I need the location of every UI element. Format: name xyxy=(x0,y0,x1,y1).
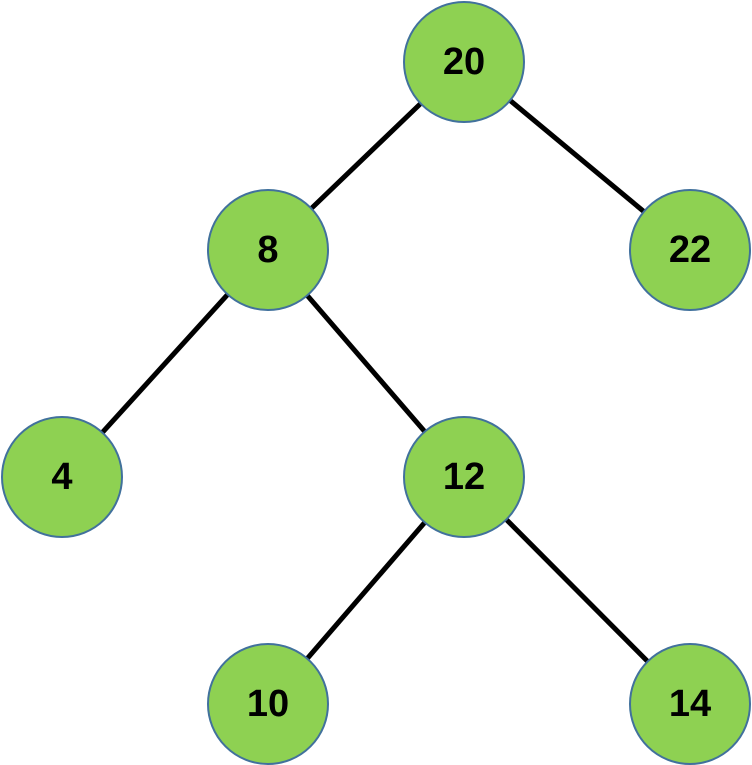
edge-n20-n8 xyxy=(309,101,423,211)
node-label: 14 xyxy=(669,683,711,725)
node-label: 10 xyxy=(247,683,289,725)
node-label: 12 xyxy=(443,456,485,498)
node-circle xyxy=(403,416,525,538)
edge-n12-n14 xyxy=(504,517,650,664)
node-label: 20 xyxy=(443,41,485,83)
edges-layer xyxy=(100,98,650,664)
node-label: 8 xyxy=(257,229,278,271)
edge-n12-n10 xyxy=(305,520,427,661)
node-circle xyxy=(207,643,329,765)
node-circle xyxy=(629,189,751,311)
tree-node-20: 20 xyxy=(403,1,525,123)
node-label: 4 xyxy=(51,456,72,498)
tree-node-12: 12 xyxy=(403,416,525,538)
tree-node-14: 14 xyxy=(629,643,751,765)
tree-node-8: 8 xyxy=(207,189,329,311)
node-circle xyxy=(403,1,525,123)
tree-node-22: 22 xyxy=(629,189,751,311)
node-label: 22 xyxy=(669,229,711,271)
node-circle xyxy=(207,189,329,311)
tree-node-4: 4 xyxy=(1,416,123,538)
edge-n8-n12 xyxy=(305,293,427,434)
tree-node-10: 10 xyxy=(207,643,329,765)
node-circle xyxy=(1,416,123,538)
node-circle xyxy=(629,643,751,765)
edge-n8-n4 xyxy=(100,292,230,435)
edge-n20-n22 xyxy=(508,98,646,214)
